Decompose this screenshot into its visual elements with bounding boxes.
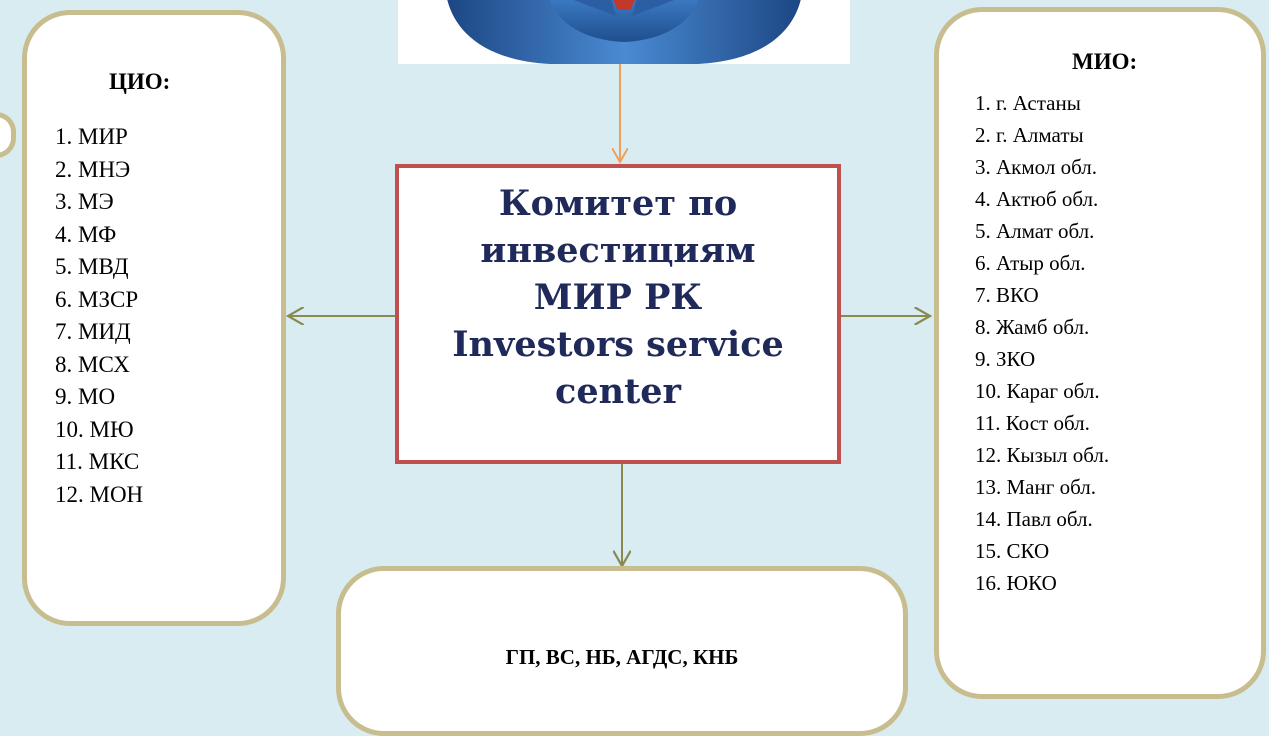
list-item: 3. Акмол обл.: [975, 155, 1098, 179]
committee-line: инвестициям: [480, 230, 756, 271]
mio-title: МИО:: [1072, 49, 1138, 74]
list-item: 9. МО: [55, 384, 116, 409]
committee-box: Комитет по инвестициям МИР РК Investors …: [395, 164, 841, 464]
list-item: 6. Атыр обл.: [975, 251, 1086, 275]
list-item: 11. Кост обл.: [975, 411, 1090, 435]
committee-line: Комитет по: [498, 183, 738, 224]
list-item: 1. МИР: [55, 124, 128, 149]
agencies-box: ГП, ВС, НБ, АГДС, КНБ: [336, 566, 908, 736]
list-item: 16. ЮКО: [975, 571, 1057, 595]
list-item: 9. ЗКО: [975, 347, 1036, 371]
agencies-text: ГП, ВС, НБ, АГДС, КНБ: [505, 645, 739, 669]
list-item: 11. МКС: [55, 449, 140, 474]
list-item: 2. МНЭ: [55, 156, 131, 182]
businessman-icon: [398, 0, 850, 64]
cio-title: ЦИО:: [109, 69, 171, 94]
list-item: 5. МВД: [55, 254, 129, 279]
list-item: 15. СКО: [975, 539, 1050, 563]
list-item: 12. Кызыл обл.: [975, 443, 1110, 467]
list-item: 3. МЭ: [55, 189, 114, 214]
list-item: 10. МЮ: [55, 416, 134, 442]
committee-line: МИР РК: [533, 277, 703, 318]
list-item: 6. МЗСР: [55, 286, 139, 312]
list-item: 2. г. Алматы: [975, 123, 1084, 147]
cio-list: 1. МИР 2. МНЭ 3. МЭ 4. МФ 5. МВД 6. МЗСР…: [55, 121, 143, 511]
mio-list: 1. г. Астаны 2. г. Алматы 3. Акмол обл. …: [975, 87, 1109, 599]
list-item: 12. МОН: [55, 481, 144, 507]
committee-line: center: [555, 371, 681, 412]
list-item: 1. г. Астаны: [975, 91, 1081, 115]
cio-box: ЦИО: 1. МИР 2. МНЭ 3. МЭ 4. МФ 5. МВД 6.…: [22, 10, 286, 626]
mio-box: МИО: 1. г. Астаны 2. г. Алматы 3. Акмол …: [934, 7, 1266, 699]
list-item: 4. Актюб обл.: [975, 187, 1099, 211]
list-item: 4. МФ: [55, 221, 117, 247]
list-item: 14. Павл обл.: [975, 507, 1093, 531]
list-item: 7. ВКО: [975, 283, 1039, 307]
list-item: 8. МСХ: [55, 351, 130, 377]
list-item: 10. Караг обл.: [975, 379, 1100, 403]
list-item: 13. Манг обл.: [975, 475, 1096, 499]
list-item: 5. Алмат обл.: [975, 219, 1095, 243]
list-item: 8. Жамб обл.: [975, 315, 1090, 339]
list-item: 7. МИД: [55, 319, 131, 344]
committee-line: Investors service: [452, 324, 784, 365]
